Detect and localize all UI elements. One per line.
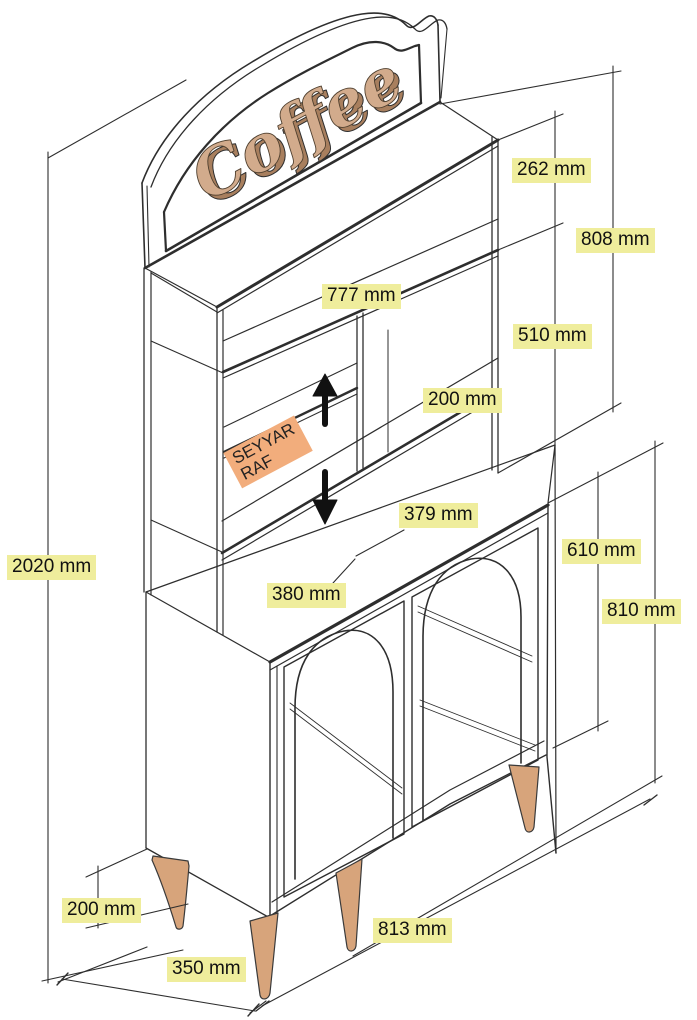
hutch-shelf	[150, 218, 500, 379]
dim-label-350: 350 mm	[167, 957, 246, 982]
dim-label-262: 262 mm	[512, 158, 591, 183]
hutch-top-board	[144, 101, 500, 314]
dim-label-2020: 2020 mm	[7, 555, 97, 580]
cabinet-legs	[151, 764, 540, 1000]
dim-label-810: 810 mm	[602, 599, 681, 624]
hutch-divider	[356, 312, 389, 472]
dim-label-777: 777 mm	[322, 284, 401, 309]
lower-cabinet	[145, 444, 557, 919]
dim-label-813: 813 mm	[373, 918, 452, 943]
dim-label-808: 808 mm	[576, 228, 655, 253]
shelf-down-arrow	[312, 469, 338, 525]
dim-label-200-right: 200 mm	[423, 388, 502, 413]
dim-label-380: 380 mm	[267, 583, 346, 608]
hutch-bottom-board	[150, 357, 500, 561]
cabinet-doors	[283, 527, 539, 898]
coffee-script: Coffee Coffee	[178, 41, 420, 221]
dim-label-510: 510 mm	[513, 324, 592, 349]
dim-label-200-left: 200 mm	[62, 898, 141, 923]
dim-label-379: 379 mm	[399, 503, 478, 528]
dimension-lines	[41, 65, 664, 1017]
dim-label-610: 610 mm	[562, 539, 641, 564]
sign-panel	[141, 12, 448, 270]
shelf-up-arrow	[312, 373, 338, 427]
hutch-side-panels	[143, 136, 499, 636]
